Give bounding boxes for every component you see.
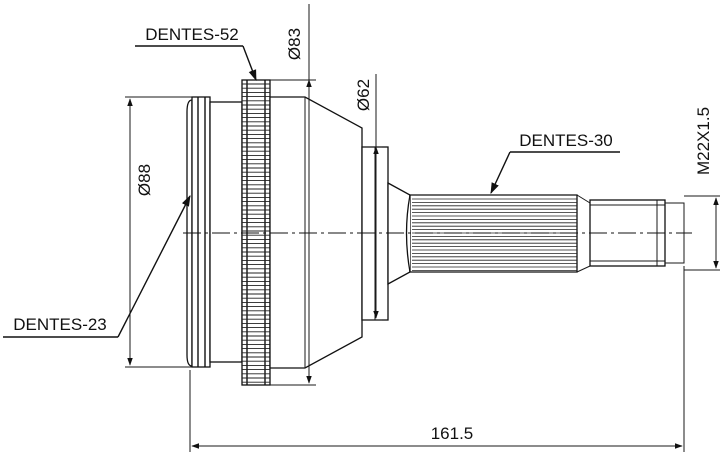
dimension-thread: M22X1.5 xyxy=(684,107,720,271)
dimension-overall-length: 161.5 xyxy=(189,266,685,452)
shaft-splines-label: DENTES-30 xyxy=(519,131,613,150)
bell-housing xyxy=(186,96,243,368)
ring-splines-label: DENTES-52 xyxy=(145,25,239,44)
bell-diameter-label: Ø88 xyxy=(135,164,154,196)
dimension-bell-diameter: Ø88 xyxy=(125,96,192,368)
bell-splines-label: DENTES-23 xyxy=(13,315,107,334)
overall-length-label: 161.5 xyxy=(431,424,474,443)
leader-ring-splines: DENTES-52 xyxy=(135,25,257,82)
leader-bell-splines: DENTES-23 xyxy=(3,195,191,338)
dimension-ring-diameter: Ø83 xyxy=(270,4,316,386)
dimension-collar-diameter: Ø62 xyxy=(354,74,382,321)
thread-label: M22X1.5 xyxy=(694,107,713,175)
collar-diameter-label: Ø62 xyxy=(354,79,373,111)
leader-shaft-splines: DENTES-30 xyxy=(490,131,620,195)
ring-diameter-label: Ø83 xyxy=(285,28,304,60)
